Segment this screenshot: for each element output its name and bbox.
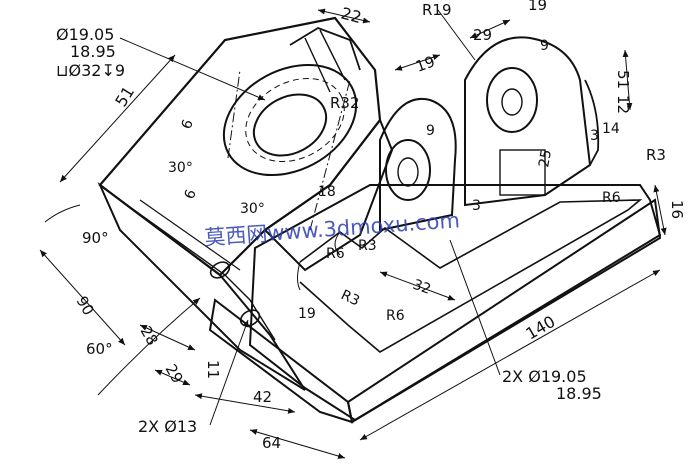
dim-60-angle: 60° [86,340,113,358]
dim-r6-right: R6 [602,190,621,206]
dimension-labels: Ø19.05 18.95 ⊔Ø32↧9 51 22 R19 29 19 19 5… [56,0,686,452]
dim-51-left: 51 [111,83,138,110]
dim-r19: R19 [422,1,452,19]
dim-22: 22 [339,4,364,28]
block-left-face [97,181,306,391]
dim-bore-top-b: 18.95 [70,42,116,61]
dim-9-mid: 9 [426,123,435,139]
bore-hole [252,93,328,157]
block-ledge [119,199,276,341]
block-right-face [263,117,394,272]
dimension-lines [39,8,667,459]
dim-28: 28 [137,323,162,349]
dim-90-angle: 90° [82,229,109,247]
counterbore-outer [222,63,358,177]
dim-r32: R32 [330,94,360,112]
dim-18: 18 [318,184,336,200]
base-front-face [208,298,354,424]
dim-30-b: 30° [240,201,265,217]
dim-6-a: 6 [179,117,197,131]
front-hole-upper [209,261,231,279]
dim-11: 11 [204,360,222,379]
dim-90: 90 [73,293,98,319]
lug-right [464,36,600,207]
dim-bore-top-a: Ø19.05 [56,25,114,44]
block-ledge-b [139,199,241,271]
dim-19-top: 19 [528,0,547,14]
dim-25: 25 [536,148,555,168]
angled-block [97,16,394,391]
dim-29-top: 29 [473,26,492,44]
dim-9-top: 9 [540,38,549,54]
dim-r3-top: R3 [646,146,666,164]
dim-r6-left: R6 [326,246,345,262]
dim-r3-mid: R3 [358,238,377,254]
top-slot [289,27,361,71]
dim-29-low: 29 [162,361,187,387]
dim-6-b: 6 [182,187,200,201]
counterbore-dash [245,78,345,162]
dim-19-low: 19 [298,306,316,322]
dim-r6-low: R6 [386,308,405,324]
dim-32: 32 [411,277,433,298]
dim-bore-low-b: 18.95 [556,384,602,403]
dim-19-mid: 19 [413,52,437,75]
slot-line-a [319,29,346,81]
lug-left [379,97,457,232]
dim-bore-low-a: 2X Ø19.05 [502,367,587,386]
dim-16: 16 [668,200,686,219]
slot-line-b [304,37,331,93]
dim-51-right: 51 [614,70,632,89]
dim-3-a: 3 [590,128,599,144]
dim-hole-13: 2X Ø13 [138,417,197,436]
dim-counterbore: ⊔Ø32↧9 [56,61,125,80]
dim-3-b: 3 [472,198,481,214]
dim-64: 64 [262,434,281,452]
dim-12: 12 [614,95,632,114]
dim-30-a: 30° [168,160,193,176]
dim-42: 42 [253,388,272,406]
dim-r3-low: R3 [338,287,362,309]
front-hole-lower [239,309,261,327]
dim-14: 14 [602,121,620,137]
